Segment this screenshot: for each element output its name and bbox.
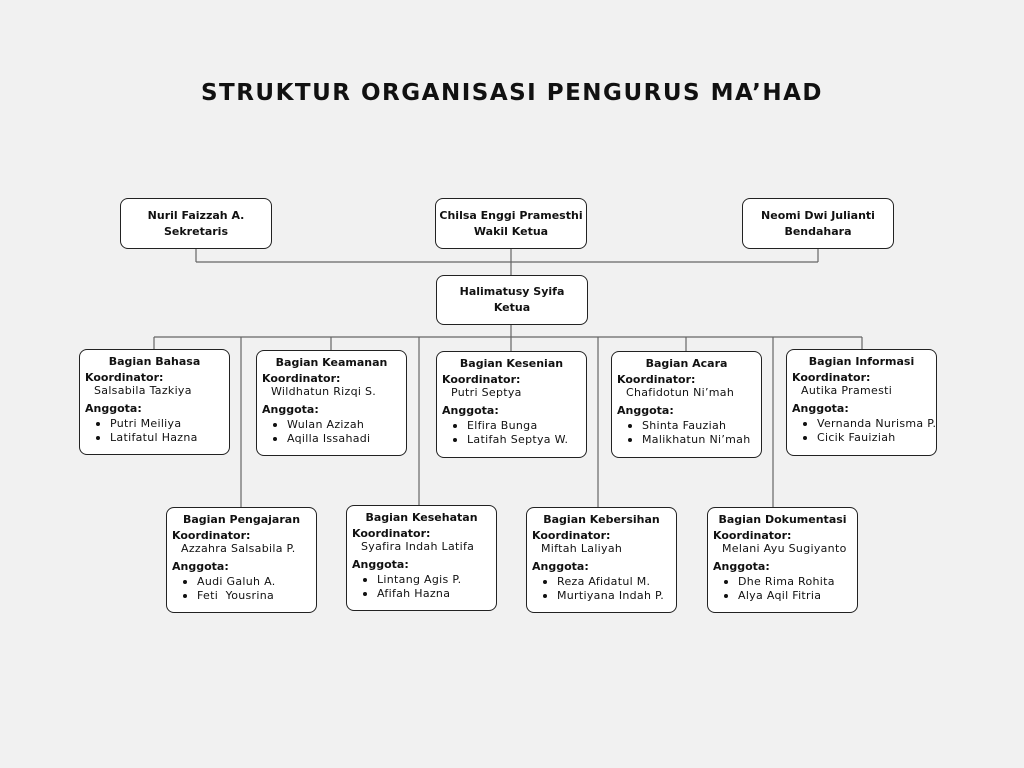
division-box-dokumentasi: Bagian Dokumentasi Koordinator: Melani A… [707, 507, 858, 613]
division-box-bahasa: Bagian Bahasa Koordinator: Salsabila Taz… [79, 349, 230, 455]
anggota-label: Anggota: [713, 560, 770, 573]
anggota-label: Anggota: [792, 402, 849, 415]
division-title: Bagian Keamanan [275, 356, 388, 369]
anggota-label: Anggota: [442, 404, 499, 417]
koordinator-label: Koordinator: [172, 529, 251, 542]
koordinator-name: Chafidotun Ni’mah [626, 386, 735, 399]
anggota-label: Anggota: [352, 558, 409, 571]
anggota-list: Putri Meiliya Latifatul Hazna [85, 417, 229, 445]
koordinator-name: Melani Ayu Sugiyanto [722, 542, 847, 555]
anggota-item: Latifah Septya W. [453, 433, 586, 447]
wakil-ketua-box: Chilsa Enggi Pramesthi Wakil Ketua [435, 198, 587, 249]
anggota-item: Putri Meiliya [96, 417, 229, 431]
sekretaris-role: Sekretaris [163, 224, 228, 238]
division-title: Bagian Kesenian [459, 357, 564, 370]
anggota-label: Anggota: [262, 403, 319, 416]
anggota-item: Alya Aqil Fitria [724, 589, 857, 603]
koordinator-label: Koordinator: [617, 373, 696, 386]
anggota-list: Elfira Bunga Latifah Septya W. [442, 419, 586, 447]
koordinator-name: Wildhatun Rizqi S. [271, 385, 377, 398]
anggota-item: Latifatul Hazna [96, 431, 229, 445]
koordinator-label: Koordinator: [85, 371, 164, 384]
sekretaris-name: Nuril Faizzah A. [147, 208, 245, 222]
anggota-label: Anggota: [532, 560, 589, 573]
anggota-item: Lintang Agis P. [363, 573, 496, 587]
division-box-kesehatan: Bagian Kesehatan Koordinator: Syafira In… [346, 505, 497, 611]
koordinator-label: Koordinator: [713, 529, 792, 542]
anggota-item: Vernanda Nurisma P. [803, 417, 937, 430]
wakil-ketua-name: Chilsa Enggi Pramesthi [439, 208, 583, 222]
anggota-list: Reza Afidatul M. Murtiyana Indah P. [532, 575, 676, 603]
bendahara-role: Bendahara [784, 224, 852, 238]
anggota-list: Lintang Agis P. Afifah Hazna [352, 573, 496, 601]
anggota-item: Dhe Rima Rohita [724, 575, 857, 589]
division-box-kebersihan: Bagian Kebersihan Koordinator: Miftah La… [526, 507, 677, 613]
anggota-list: Shinta Fauziah Malikhatun Ni’mah [617, 419, 761, 447]
division-box-acara: Bagian Acara Koordinator: Chafidotun Ni’… [611, 351, 762, 458]
koordinator-label: Koordinator: [262, 372, 341, 385]
anggota-item: Murtiyana Indah P. [543, 589, 676, 603]
koordinator-name: Syafira Indah Latifa [361, 540, 475, 553]
division-title: Bagian Informasi [808, 355, 915, 368]
division-title: Bagian Kebersihan [543, 513, 660, 526]
anggota-item: Reza Afidatul M. [543, 575, 676, 589]
koordinator-label: Koordinator: [792, 371, 871, 384]
anggota-label: Anggota: [617, 404, 674, 417]
anggota-item: Elfira Bunga [453, 419, 586, 433]
division-box-kesenian: Bagian Kesenian Koordinator: Putri Septy… [436, 351, 587, 458]
anggota-item: Afifah Hazna [363, 587, 496, 601]
division-box-pengajaran: Bagian Pengajaran Koordinator: Azzahra S… [166, 507, 317, 613]
koordinator-label: Koordinator: [442, 373, 521, 386]
anggota-item: Feti Yousrina [183, 589, 316, 603]
division-title: Bagian Pengajaran [182, 513, 301, 526]
division-box-keamanan: Bagian Keamanan Koordinator: Wildhatun R… [256, 350, 407, 456]
koordinator-name: Putri Septya [451, 386, 522, 399]
koordinator-name: Miftah Laliyah [541, 542, 623, 555]
koordinator-name: Autika Pramesti [801, 384, 893, 397]
anggota-item: Wulan Azizah [273, 418, 406, 432]
division-title: Bagian Kesehatan [365, 511, 478, 524]
sekretaris-box: Nuril Faizzah A. Sekretaris [120, 198, 272, 249]
anggota-list: Vernanda Nurisma P. Cicik Fauiziah [792, 417, 936, 445]
koordinator-label: Koordinator: [532, 529, 611, 542]
koordinator-name: Azzahra Salsabila P. [181, 542, 296, 555]
page-title: STRUKTUR ORGANISASI PENGURUS MA’HAD [200, 80, 824, 106]
bendahara-name: Neomi Dwi Julianti [761, 208, 875, 222]
division-box-informasi: Bagian Informasi Koordinator: Autika Pra… [786, 349, 937, 456]
koordinator-label: Koordinator: [352, 527, 431, 540]
anggota-item: Cicik Fauiziah [803, 431, 936, 445]
koordinator-name: Salsabila Tazkiya [94, 384, 192, 397]
division-title: Bagian Acara [645, 357, 728, 370]
anggota-item: Aqilla Issahadi [273, 432, 406, 446]
anggota-item: Shinta Fauziah [628, 419, 761, 433]
anggota-item: Audi Galuh A. [183, 575, 316, 589]
anggota-list: Dhe Rima Rohita Alya Aqil Fitria [713, 575, 857, 603]
ketua-name: Halimatusy Syifa [459, 285, 565, 298]
wakil-ketua-role: Wakil Ketua [473, 224, 549, 238]
ketua-box: Halimatusy Syifa Ketua [436, 275, 588, 325]
anggota-list: Wulan Azizah Aqilla Issahadi [262, 418, 406, 446]
ketua-role: Ketua [493, 301, 531, 314]
anggota-label: Anggota: [172, 560, 229, 573]
division-title: Bagian Bahasa [108, 355, 201, 368]
bendahara-box: Neomi Dwi Julianti Bendahara [742, 198, 894, 249]
anggota-item: Malikhatun Ni’mah [628, 433, 761, 447]
anggota-label: Anggota: [85, 402, 142, 415]
division-title: Bagian Dokumentasi [718, 513, 847, 526]
anggota-list: Audi Galuh A. Feti Yousrina [172, 575, 316, 603]
